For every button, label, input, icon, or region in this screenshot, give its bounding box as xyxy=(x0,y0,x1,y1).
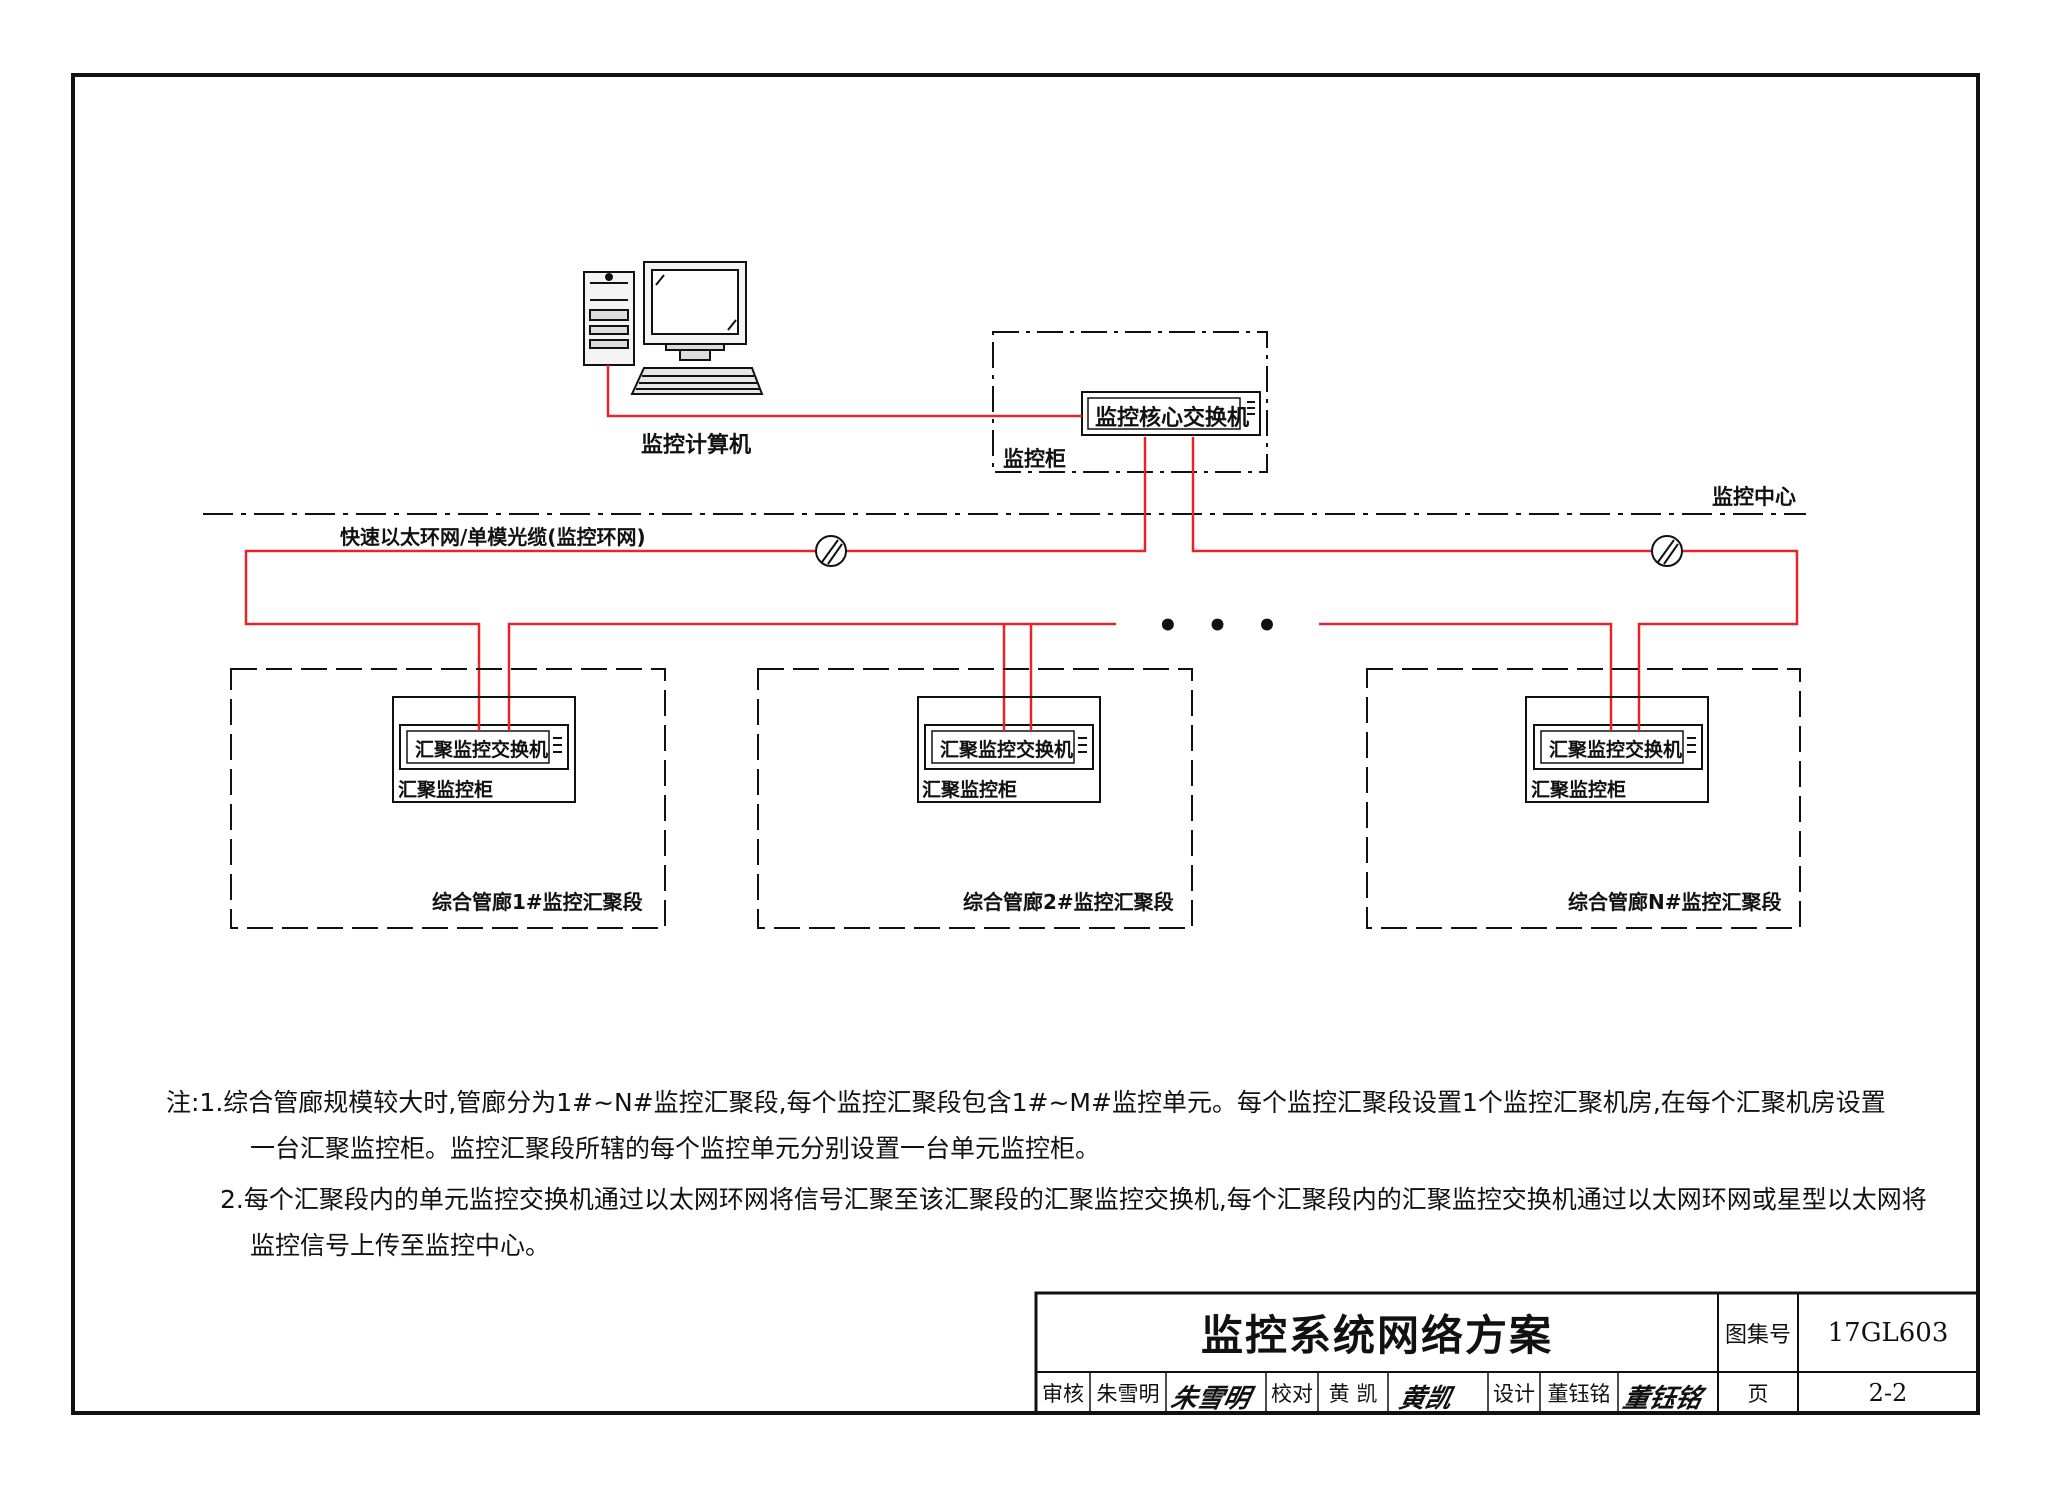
checker-signature: 黄凯 xyxy=(1396,1384,1455,1414)
note-line-3: 2.每个汇聚段内的单元监控交换机通过以太网环网将信号汇聚至该汇聚段的汇聚监控交换… xyxy=(220,1185,1927,1214)
segment-n-switch-label: 汇聚监控交换机 xyxy=(1549,739,1683,761)
segment-n-cabinet-label: 汇聚监控柜 xyxy=(1531,779,1627,801)
segment-1-cabinet xyxy=(392,696,576,803)
cabinet-label: 监控柜 xyxy=(1003,447,1066,471)
atlas-label: 图集号 xyxy=(1724,1322,1791,1348)
fiber-symbol-2 xyxy=(1651,535,1683,567)
fiber-symbol-1 xyxy=(815,535,847,567)
segment-1-switch-label: 汇聚监控交换机 xyxy=(415,739,549,761)
segment-2-boundary xyxy=(757,668,1193,929)
core-switch xyxy=(1081,391,1261,436)
computer-label: 监控计算机 xyxy=(641,433,752,458)
segment-1-boundary xyxy=(230,668,666,929)
check-label: 校对 xyxy=(1271,1381,1313,1406)
core-switch-label: 监控核心交换机 xyxy=(1095,406,1250,431)
checker-name: 黄 凯 xyxy=(1328,1381,1378,1406)
segment-n-switch xyxy=(1533,724,1703,770)
segment-n-label: 综合管廊N#监控汇聚段 xyxy=(1568,890,1782,914)
center-label: 监控中心 xyxy=(1712,485,1796,509)
designer-name: 董钰铭 xyxy=(1547,1381,1611,1406)
designer-signature: 董钰铭 xyxy=(1620,1384,1705,1414)
design-label: 设计 xyxy=(1493,1381,1535,1406)
note-line-4: 监控信号上传至监控中心。 xyxy=(250,1231,551,1260)
ellipsis: • • • xyxy=(1157,606,1286,646)
segment-2-switch xyxy=(924,724,1094,770)
segment-2-label: 综合管廊2#监控汇聚段 xyxy=(963,890,1174,914)
segment-2-cabinet-label: 汇聚监控柜 xyxy=(922,779,1018,801)
ring-label: 快速以太环网/单模光缆(监控环网) xyxy=(340,525,646,549)
review-label: 审核 xyxy=(1042,1381,1084,1406)
reviewer-name: 朱雪明 xyxy=(1096,1381,1160,1406)
segment-n-cabinet xyxy=(1525,696,1709,803)
drawing-title: 监控系统网络方案 xyxy=(1200,1311,1553,1360)
drawing-frame xyxy=(71,73,1980,1415)
computer-icon xyxy=(583,261,764,395)
segment-1-label: 综合管廊1#监控汇聚段 xyxy=(432,890,643,914)
network-lines xyxy=(244,365,1799,722)
segment-n-boundary xyxy=(1366,668,1801,929)
note-line-1: 注:1.综合管廊规模较大时,管廊分为1#~N#监控汇聚段,每个监控汇聚段包含1#… xyxy=(166,1088,1886,1117)
reviewer-signature: 朱雪明 xyxy=(1168,1384,1253,1414)
page-number: 2-2 xyxy=(1868,1378,1908,1407)
atlas-number: 17GL603 xyxy=(1827,1317,1949,1348)
page-label: 页 xyxy=(1747,1381,1769,1406)
segment-2-switch-label: 汇聚监控交换机 xyxy=(940,739,1074,761)
title-block-lines xyxy=(1034,1291,1980,1415)
segment-1-cabinet-label: 汇聚监控柜 xyxy=(398,779,494,801)
segment-1-switch xyxy=(399,724,569,770)
monitoring-cabinet xyxy=(992,331,1268,473)
note-line-2: 一台汇聚监控柜。监控汇聚段所辖的每个监控单元分别设置一台单元监控柜。 xyxy=(250,1134,1101,1163)
segment-2-cabinet xyxy=(917,696,1101,803)
